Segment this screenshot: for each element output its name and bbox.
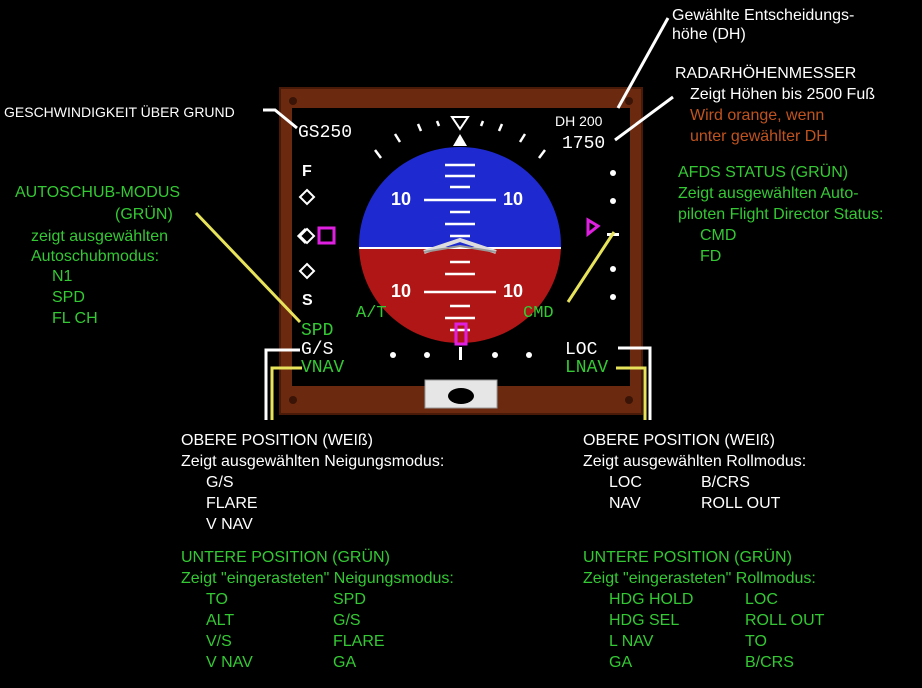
speed-scale-f: F	[302, 163, 312, 180]
fma-vnav: VNAV	[301, 358, 345, 378]
roll-lower-mode: LOC	[745, 591, 778, 608]
at-callout-title: AUTOSCHUB-MODUS	[15, 184, 181, 201]
pitch-lower-mode: G/S	[333, 612, 361, 629]
pitch-lower-mode: TO	[206, 591, 228, 608]
roll-lower-mode: GA	[609, 654, 633, 671]
pitch-ladder	[424, 163, 496, 332]
localizer-pointer	[454, 322, 468, 346]
fma-spd: SPD	[301, 321, 334, 341]
leader-lines-white	[263, 17, 674, 420]
roll-pointer-top	[450, 116, 470, 131]
pitch-upper-gs: G/S	[206, 474, 234, 491]
aircraft-symbol	[423, 237, 497, 254]
gs-callout: GESCHWINDIGKEIT ÜBER GRUND	[4, 104, 235, 120]
roll-pointer	[453, 134, 467, 146]
radar-callout-line3: Wird orange, wenn	[690, 107, 825, 124]
pitch-lower-mode: FLARE	[333, 633, 385, 650]
roll-upper-desc: Zeigt ausgewählten Rollmodus:	[583, 453, 807, 470]
roll-scale	[374, 120, 546, 159]
glideslope-pointer	[586, 217, 601, 238]
pitch-upper-vnav: V NAV	[206, 516, 253, 533]
pitch-upper-flare: FLARE	[206, 495, 258, 512]
roll-upper-title: OBERE POSITION (WEIß)	[583, 432, 776, 449]
bezel-screw	[625, 396, 633, 404]
pitch-label-right-down: 10	[503, 281, 524, 301]
bezel-screw	[625, 97, 633, 105]
bezel-screw	[289, 396, 297, 404]
pitch-lower-mode: GA	[333, 654, 357, 671]
pitch-lower-mode: V NAV	[206, 654, 253, 671]
ground-speed-readout: GS250	[298, 123, 353, 143]
pitch-lower-mode: SPD	[333, 591, 366, 608]
afds-callout-title: AFDS STATUS (GRÜN)	[678, 164, 849, 181]
at-callout-flch: FL CH	[52, 310, 98, 327]
radar-callout-line4: unter gewählter DH	[690, 128, 828, 145]
at-callout-line2: (GRÜN)	[115, 206, 173, 223]
afds-callout-cmd: CMD	[700, 227, 737, 244]
roll-lower-mode: TO	[745, 633, 767, 650]
roll-lower-mode: HDG HOLD	[609, 591, 694, 608]
dh-callout-line1: Gewählte Entscheidungs-	[672, 7, 855, 24]
pitch-upper-title: OBERE POSITION (WEIß)	[181, 432, 374, 449]
glideslope-scale	[610, 170, 616, 300]
pitch-lower-mode: ALT	[206, 612, 235, 629]
cmd-annunciator: CMD	[523, 304, 554, 323]
radio-altitude-readout: 1750	[562, 134, 606, 154]
speed-scale-s: S	[302, 292, 313, 309]
at-callout-line3: zeigt ausgewählten	[31, 228, 168, 245]
at-callout-n1: N1	[52, 268, 73, 285]
afds-callout-fd: FD	[700, 248, 722, 265]
pitch-label-right-up: 10	[503, 189, 524, 209]
pitch-label-left-up: 10	[391, 189, 412, 209]
bezel-screw	[289, 97, 297, 105]
pitch-lower-mode: V/S	[206, 633, 232, 650]
speed-bug	[317, 226, 336, 245]
afds-callout-line2: Zeigt ausgewählten Auto-	[678, 185, 859, 202]
dh-callout-line2: höhe (DH)	[672, 26, 746, 43]
afds-callout-line3: piloten Flight Director Status:	[678, 206, 884, 223]
radar-callout-title: RADARHÖHENMESSER	[675, 65, 857, 82]
fma-loc: LOC	[565, 340, 598, 360]
pitch-upper-desc: Zeigt ausgewählten Neigungsmodus:	[181, 453, 445, 470]
at-callout-spd: SPD	[52, 289, 85, 306]
roll-lower-desc: Zeigt "eingerasteten" Rollmodus:	[583, 570, 816, 587]
roll-upper-mode: B/CRS	[701, 474, 750, 491]
roll-upper-mode: ROLL OUT	[701, 495, 781, 512]
at-callout-line4: Autoschubmodus:	[31, 248, 160, 265]
pitch-label-left-down: 10	[391, 281, 412, 301]
fma-gs: G/S	[301, 340, 334, 360]
roll-lower-title: UNTERE POSITION (GRÜN)	[583, 549, 792, 566]
roll-lower-mode: HDG SEL	[609, 612, 680, 629]
at-annunciator: A/T	[356, 304, 387, 323]
roll-lower-mode: B/CRS	[745, 654, 794, 671]
pitch-lower-desc: Zeigt "eingerasteten" Neigungsmodus:	[181, 570, 454, 587]
radar-callout-line2: Zeigt Höhen bis 2500 Fuß	[690, 86, 875, 103]
roll-upper-mode: NAV	[609, 495, 641, 512]
roll-lower-mode: ROLL OUT	[745, 612, 825, 629]
roll-lower-mode: L NAV	[609, 633, 654, 650]
pitch-lower-title: UNTERE POSITION (GRÜN)	[181, 549, 390, 566]
dh-readout: DH 200	[555, 113, 603, 129]
fma-lnav: LNAV	[565, 358, 609, 378]
leader-lines-yellow	[194, 211, 647, 420]
roll-upper-mode: LOC	[609, 474, 642, 491]
localizer-scale	[390, 352, 532, 358]
